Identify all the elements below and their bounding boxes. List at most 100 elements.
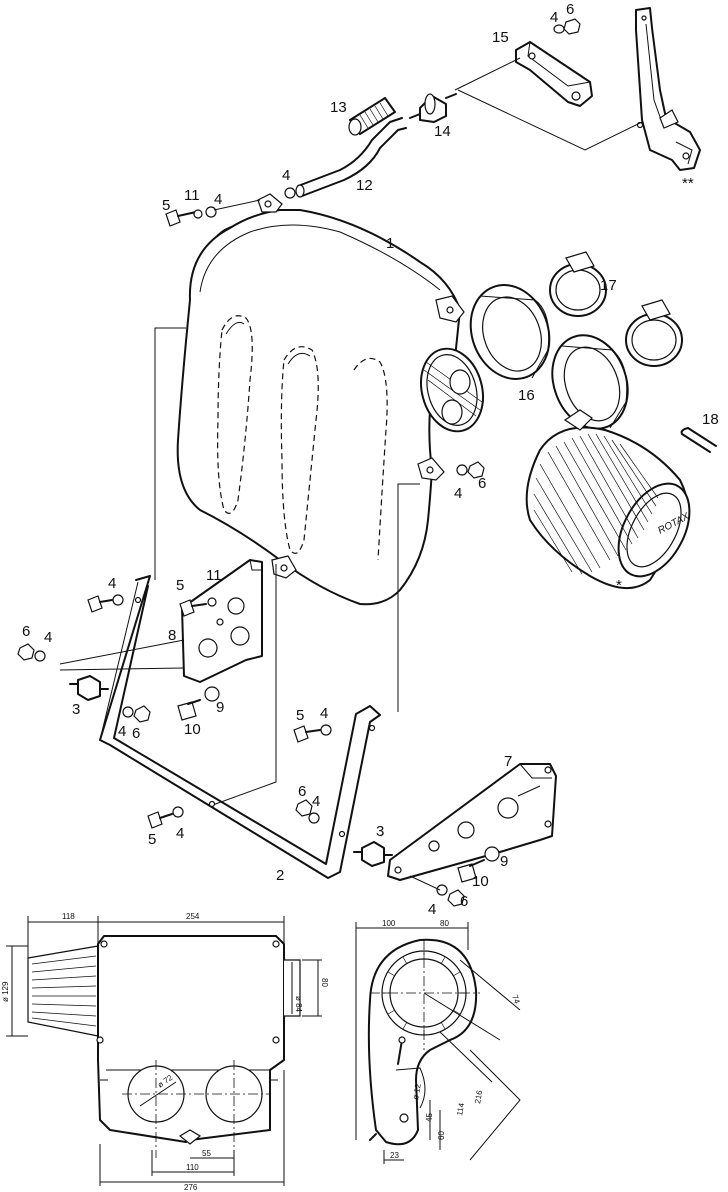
label-part-4-frame-mid: 4 [312,793,320,810]
dim-118: 118 [62,912,75,921]
washer-4-frame-mid [308,812,320,824]
label-part-4-hose: 4 [282,167,290,184]
washer-4-bottom [436,884,448,896]
hose-clamp-17b [625,299,683,367]
rubber-damper-14 [409,93,457,123]
washer-4-top [553,24,565,34]
label-part-4-top-left: 4 [214,191,222,208]
label-part-16: 16 [518,387,535,404]
nut-6-mid-left [133,705,151,723]
washer-4-mid-left [122,706,134,718]
dim-84: ø 84 [294,996,303,1013]
label-part-4-left: 4 [44,629,52,646]
label-part-12: 12 [356,177,373,194]
bolt-10-right [457,859,485,883]
label-part-18: 18 [702,411,719,428]
dimension-view-side: 100 80 74 216 114 45 60 23 ø 12 [355,919,522,1164]
label-part-11-top: 11 [184,187,200,204]
dim-80-top: 80 [440,919,449,928]
sleeve-13 [348,97,396,136]
label-part-4-mid-left: 4 [118,723,126,740]
washer-4-frame-bottom [172,806,184,818]
washer-11-bracket8 [207,597,217,607]
label-part-4-right: 4 [454,485,462,502]
nut-6-top [563,18,581,35]
bracket-7 [387,763,557,881]
label-part-10-left: 10 [184,721,201,738]
label-part-8: 8 [168,627,176,644]
label-part-6-bottom: 6 [460,893,468,910]
nut-6-right [467,461,485,479]
washer-11-top [193,209,203,219]
bolt-10-left [177,699,201,721]
washer-4-frame-right [320,724,332,736]
label-part-4-frame-bottom: 4 [176,825,184,842]
leader-left-vertical [154,327,186,580]
washer-4-hose [284,187,296,199]
washer-9-left [204,686,220,702]
support-frame-2 [99,575,381,879]
label-part-6-left: 6 [22,623,30,640]
dim-100: 100 [382,919,396,928]
label-part-2: 2 [276,867,284,884]
washer-4-right [456,464,468,476]
leader-15-to-bracket [454,57,521,91]
washer-4-frame-left [112,594,124,606]
label-part-5-frame-bottom: 5 [148,831,156,848]
label-part-9-left: 9 [216,699,224,716]
label-part-11-bracket8: 11 [206,567,222,584]
leader-right-vertical [397,483,420,712]
washer-4-left [34,650,46,662]
hose-clamp-17a [549,251,607,317]
bolt-5-frame-right [293,725,321,743]
label-part-7: 7 [504,753,512,770]
washer-9-right [484,846,500,862]
dim-114: 114 [455,1102,466,1117]
dim-60: 60 [437,1131,446,1140]
dim-254: 254 [186,912,200,921]
nut-6-left [17,643,35,661]
label-part-4-frame-left: 4 [108,575,116,592]
label-part-6-mid-left: 6 [132,725,140,742]
washer-4-top-left [205,206,217,218]
dim-12: ø 12 [411,1082,423,1100]
rubber-sleeve-16b [551,334,629,430]
bolt-5-top [165,209,197,227]
label-part-6-frame-mid: 6 [298,783,306,800]
dim-45: 45 [425,1113,434,1122]
hose-12 [295,117,407,198]
leader-bracket-to-mount [457,89,643,151]
label-bracket-double-star: ** [682,175,694,192]
dim-216: 216 [473,1089,484,1104]
mounting-bracket [635,7,701,171]
label-part-13: 13 [330,99,347,116]
dim-129: ø 129 [1,981,10,1002]
dim-276: 276 [184,1183,198,1192]
label-part-10-right: 10 [472,873,489,890]
label-part-15: 15 [492,29,509,46]
bracket-8 [59,559,263,683]
clip-18 [680,427,717,453]
leader-frame-bottom [209,564,277,807]
label-part-4-bottom: 4 [428,901,436,918]
dim-74: 74 [510,994,522,1006]
dimension-view-front: 118 254 ø 129 80 ø 84 ø 72 55 110 276 [1,912,329,1192]
bolt-5-bracket8 [179,599,207,617]
dim-55: 55 [202,1149,211,1158]
bolt-5-frame-left [87,595,113,613]
label-part-14: 14 [434,123,451,140]
airbox-housing-1 [176,193,484,606]
dim-23: 23 [390,1151,399,1160]
part-number-labels: 1 2 3 3 4 4 4 4 4 4 4 4 4 4 4 5 5 5 5 6 … [22,1,719,918]
label-part-4-frame-right: 4 [320,705,328,722]
label-part-4-top: 4 [550,9,558,26]
label-part-6-top: 6 [566,1,574,18]
label-part-17: 17 [600,277,617,294]
label-filter-star: * [616,577,622,594]
label-part-1: 1 [386,235,394,252]
nut-6-bottom [447,889,465,907]
dim-80-vertical: 80 [320,978,329,987]
label-part-3-left: 3 [72,701,80,718]
